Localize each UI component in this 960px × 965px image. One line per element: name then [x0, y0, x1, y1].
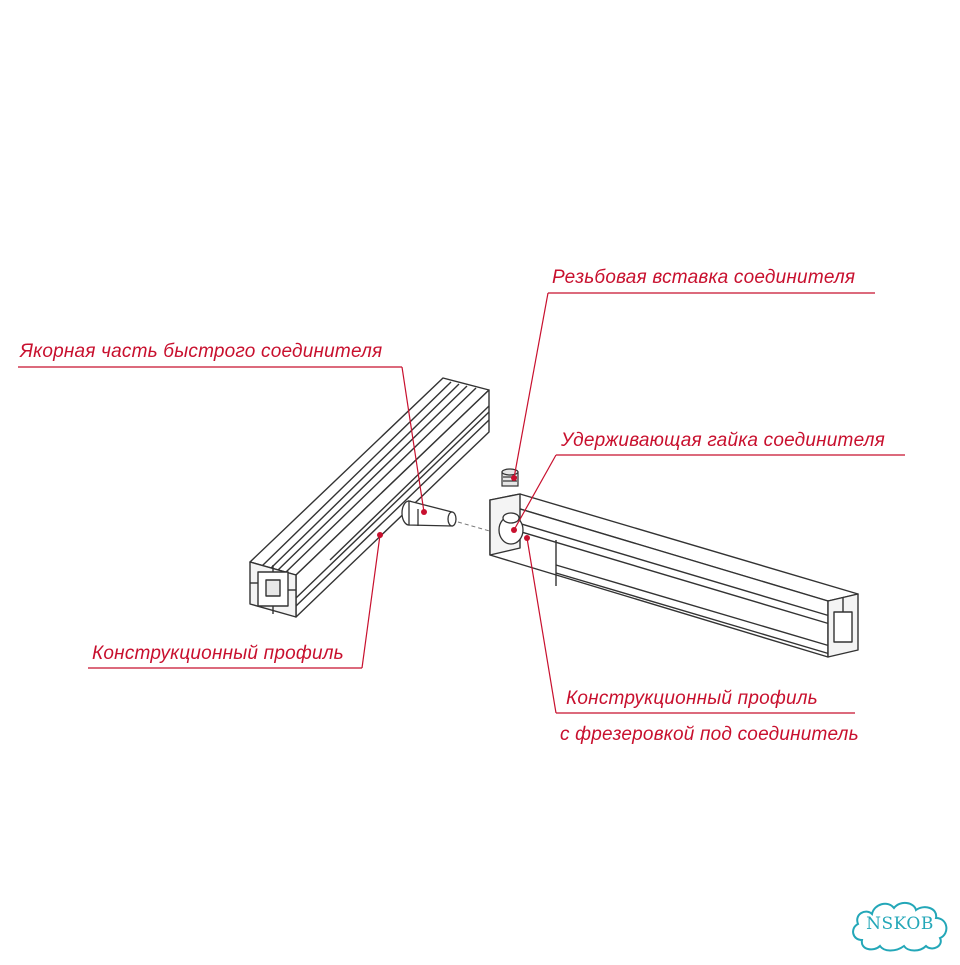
anchor-connector — [401, 500, 457, 527]
label-anchor-part: Якорная часть быстрого соединителя — [20, 341, 383, 362]
label-profile-milled-line1: Конструкционный профиль — [566, 688, 818, 709]
label-profile-left: Конструкционный профиль — [92, 643, 344, 664]
cloud-icon — [852, 902, 948, 952]
right-profile — [489, 493, 859, 658]
left-profile — [249, 377, 490, 618]
watermark-text: NSKOB — [866, 914, 934, 934]
label-threaded-insert: Резьбовая вставка соединителя — [552, 267, 856, 288]
callout-leaders — [18, 292, 905, 714]
callout-dots — [377, 475, 530, 541]
label-profile-milled-line2: с фрезеровкой под соединитель — [560, 724, 859, 745]
nskob-logo: NSKOB — [848, 896, 952, 954]
retaining-nut — [498, 512, 524, 545]
label-retaining-nut: Удерживающая гайка соединителя — [561, 430, 885, 451]
